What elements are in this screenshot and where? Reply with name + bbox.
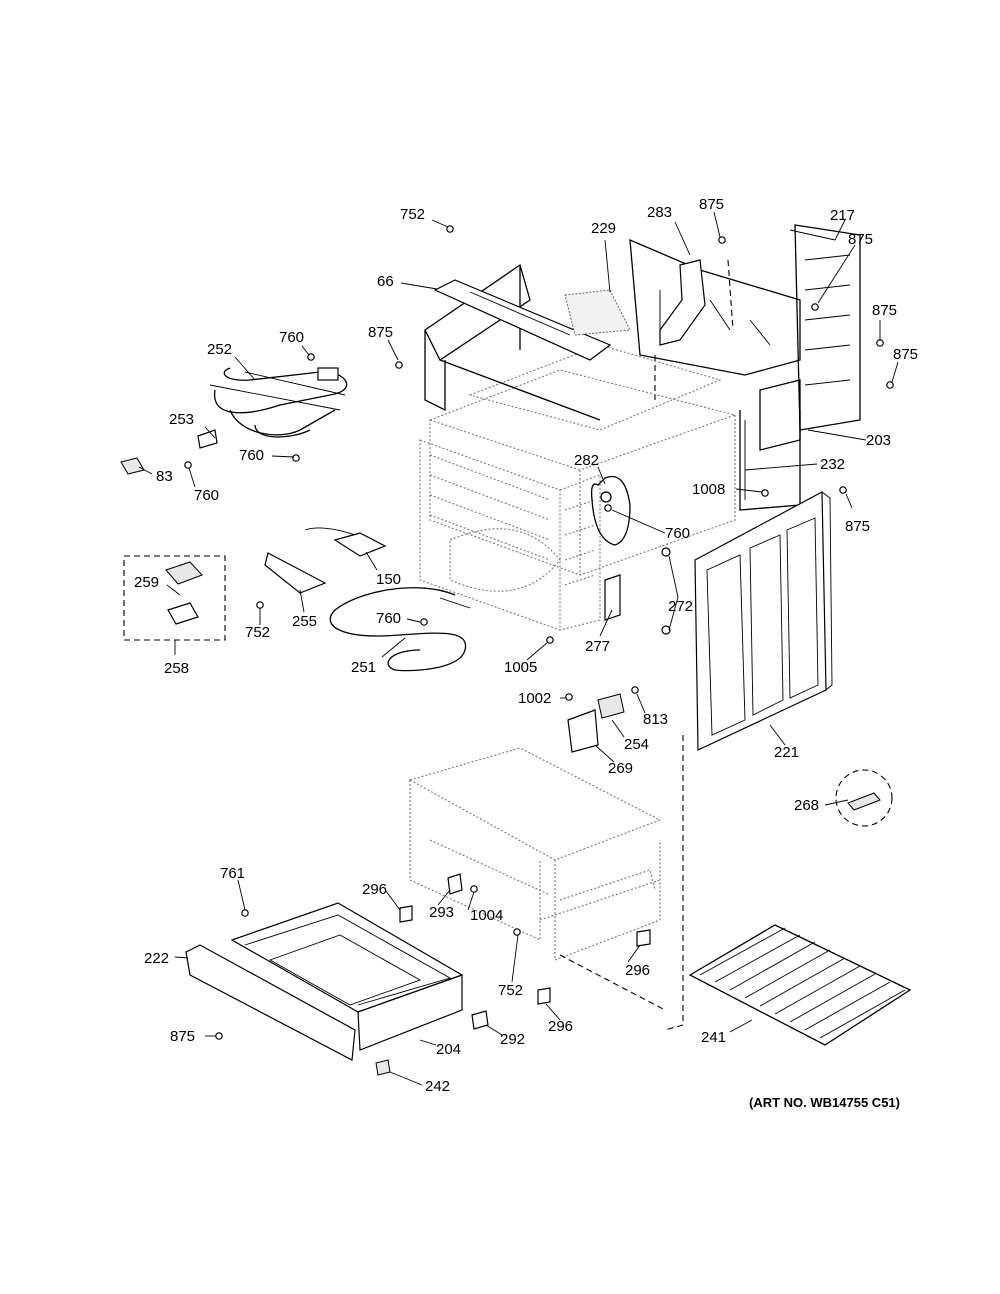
label-268: 268 [794,797,819,814]
part-282-fitting [600,491,612,503]
label-269: 269 [608,760,633,777]
label-258: 258 [164,660,189,677]
label-1004: 1004 [470,907,503,924]
label-293: 293 [429,904,454,921]
label-204: 204 [436,1041,461,1058]
label-875: 875 [893,346,918,363]
fasteners [184,225,894,1040]
label-813: 813 [643,711,668,728]
part-272-stud-upper [661,547,671,557]
label-150: 150 [376,571,401,588]
label-242: 242 [425,1078,450,1095]
label-232: 232 [820,456,845,473]
label-1005: 1005 [504,659,537,676]
label-251: 251 [351,659,376,676]
part-241-rack [688,924,912,1046]
art-number: (ART NO. WB14755 C51) [749,1095,900,1110]
label-83: 83 [156,468,173,485]
part-221-door [694,491,833,751]
part-282-gasket [590,476,631,546]
part-222-drawer-front [185,944,356,1061]
label-253: 253 [169,411,194,428]
part-292-stop [471,1010,489,1030]
label-760: 760 [665,525,690,542]
leader-lines [138,211,899,1086]
label-1002: 1002 [518,690,551,707]
label-259: 259 [134,574,159,591]
label-760: 760 [194,487,219,504]
label-875: 875 [699,196,724,213]
label-292: 292 [500,1031,525,1048]
oven-frame [424,224,861,511]
label-761: 761 [220,865,245,882]
label-875: 875 [845,518,870,535]
part-272-stud-lower [661,625,671,635]
label-217: 217 [830,207,855,224]
part-258-group-box [123,555,226,641]
label-296: 296 [548,1018,573,1035]
part-66-top-bracket [433,279,612,361]
part-277-bracket [604,574,621,621]
part-283-duct [659,259,706,346]
part-83-clip [120,457,145,475]
label-241: 241 [701,1029,726,1046]
label-221: 221 [774,744,799,761]
label-875: 875 [368,324,393,341]
label-66: 66 [377,273,394,290]
part-293-bracket [447,873,463,895]
label-282: 282 [574,452,599,469]
label-752: 752 [498,982,523,999]
part-242-glide [375,1059,391,1076]
part-269-bracket [567,709,599,753]
label-272: 272 [668,598,693,615]
label-760: 760 [279,329,304,346]
label-203: 203 [866,432,891,449]
label-277: 277 [585,638,610,655]
part-251-bake-element [329,587,467,672]
label-760: 760 [239,447,264,464]
label-752: 752 [245,624,270,641]
label-296: 296 [362,881,387,898]
label-875: 875 [170,1028,195,1045]
callout-labels: 752 283 875 217 229 875 66 875 875 875 7… [134,196,918,1110]
part-254-switch [597,693,625,719]
part-253-bracket [197,429,218,449]
part-217-side-panel [789,229,836,241]
label-760: 760 [376,610,401,627]
label-254: 254 [624,736,649,753]
part-204-drawer [230,902,464,1051]
label-875: 875 [848,231,873,248]
label-752: 752 [400,206,425,223]
label-283: 283 [647,204,672,221]
part-259-control [165,561,203,585]
label-222: 222 [144,950,169,967]
part-252-broil-element [209,367,348,438]
part-255-shield [264,552,327,594]
label-255: 255 [292,613,317,630]
label-229: 229 [591,220,616,237]
assembly-guides [559,259,734,1031]
oven-cavity [419,344,736,631]
label-252: 252 [207,341,232,358]
chassis [408,747,662,961]
part-229-insulation [564,289,631,336]
label-1008: 1008 [692,481,725,498]
label-296: 296 [625,962,650,979]
label-875: 875 [872,302,897,319]
part-296-legs [399,905,651,1005]
part-268-circle [835,769,893,827]
part-150-sensor [333,532,387,557]
